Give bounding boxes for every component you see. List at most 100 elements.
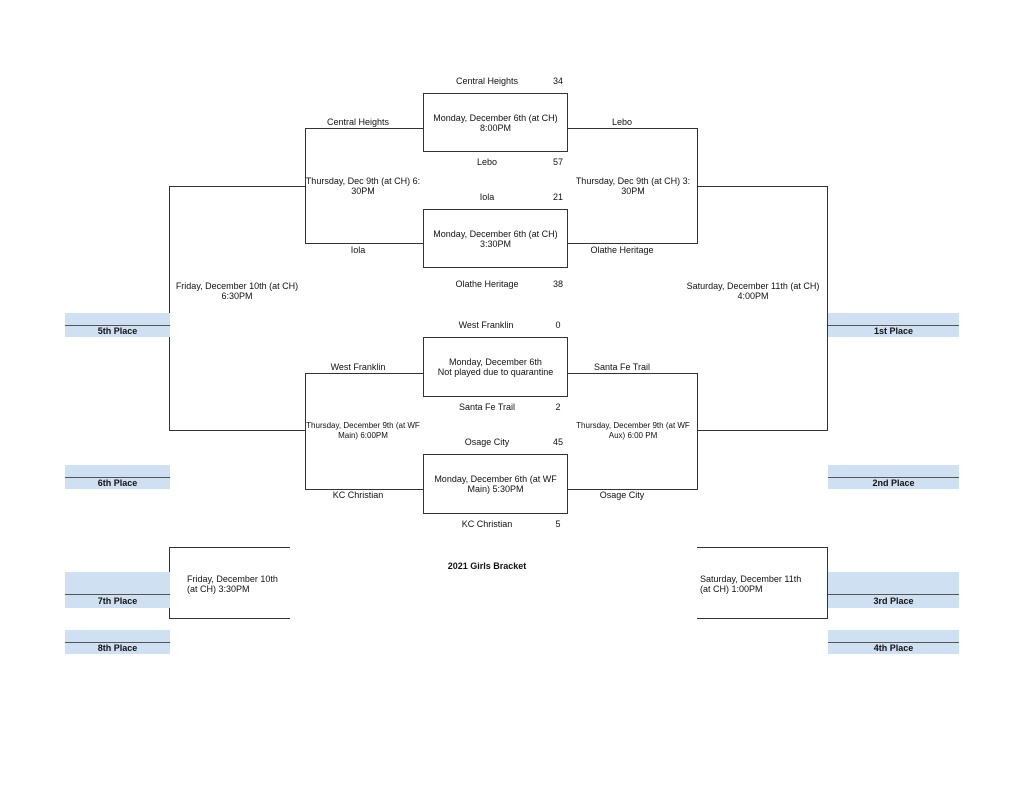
place-3rd: 3rd Place (828, 572, 959, 608)
team-score: 34 (552, 76, 564, 86)
team-name: KC Christian (461, 519, 513, 529)
bracket-line (169, 547, 290, 548)
bracket-line (697, 547, 828, 548)
bracket-line (305, 373, 423, 374)
semi-team: Olathe Heritage (590, 245, 654, 255)
place-divider (828, 594, 959, 595)
team-score: 5 (555, 519, 561, 529)
game-date: Monday, December 6th (at CH) (433, 112, 558, 123)
bracket-line (697, 618, 828, 619)
game-date: Monday, December 6th (at WF (434, 474, 557, 484)
team-score: 0 (555, 320, 561, 330)
bracket-line (568, 243, 698, 244)
game-date: Monday, December 6th (at CH) (433, 228, 558, 239)
game-box-2 (423, 209, 568, 268)
place-7th: 7th Place (65, 572, 170, 608)
semi-game-info: Thursday, Dec 9th (at CH) 3: 30PM (570, 176, 696, 196)
game-date: Thursday, Dec 9th (at CH) 3: (575, 176, 691, 186)
place-label: 2nd Place (872, 478, 915, 488)
place-label: 6th Place (97, 478, 138, 488)
bracket-title: 2021 Girls Bracket (447, 561, 527, 571)
game-info: Monday, December 6th (at WF Main) 5:30PM (423, 454, 568, 514)
bracket-line (169, 186, 170, 431)
semi-team: West Franklin (330, 362, 386, 372)
place-4th: 4th Place (828, 630, 959, 654)
game-time: 3:30PM (479, 238, 512, 249)
bracket-line (697, 373, 698, 490)
game-info: Monday, December 6th Not played due to q… (423, 337, 568, 397)
bracket-line (305, 489, 423, 490)
place-divider (65, 325, 170, 326)
bracket-line (827, 547, 828, 619)
team-score: 21 (552, 192, 564, 202)
team-score: 45 (552, 437, 564, 447)
bracket-line (697, 186, 828, 187)
team-name: Lebo (476, 157, 498, 167)
semi-team: Central Heights (326, 117, 390, 127)
bracket-line (568, 128, 698, 129)
place-divider (65, 594, 170, 595)
team-name: West Franklin (458, 320, 514, 330)
place-label: 1st Place (873, 326, 914, 336)
place-divider (828, 642, 959, 643)
place-label: 5th Place (97, 326, 138, 336)
place-divider (828, 325, 959, 326)
semi-team: Iola (350, 245, 366, 255)
team-name: Iola (479, 192, 495, 202)
place-divider (828, 477, 959, 478)
game-box-1 (423, 93, 568, 152)
place-divider (65, 642, 170, 643)
bracket-line (169, 618, 290, 619)
game-time: 8:00PM (479, 122, 512, 133)
semi-team: Lebo (611, 117, 633, 127)
team-score: 2 (555, 402, 561, 412)
place-label: 3rd Place (873, 596, 914, 606)
place-6th: 6th Place (65, 465, 170, 489)
game-time: Aux) 6:00 PM (608, 431, 658, 440)
semi-game-info: Thursday, December 9th (at WF Aux) 6:00 … (570, 421, 696, 441)
semi-team: Santa Fe Trail (593, 362, 651, 372)
place-2nd: 2nd Place (828, 465, 959, 489)
game-date: Saturday, December 11th (700, 574, 802, 584)
game-time: (at CH) 3:30PM (187, 584, 250, 594)
game-time: 30PM (351, 186, 375, 196)
place-label: 7th Place (97, 596, 138, 606)
bracket-line (697, 430, 828, 431)
team-score: 57 (552, 157, 564, 167)
game-info: Monday, December 6th (at CH) 3:30PM (423, 209, 568, 268)
bracket-line (305, 128, 306, 244)
game-date: Monday, December 6th (449, 357, 542, 367)
right-final-info: Saturday, December 11th (at CH) 4:00PM (686, 281, 820, 301)
game-box-3 (423, 337, 568, 397)
bracket-line (169, 430, 305, 431)
game-time: Not played due to quarantine (437, 367, 554, 377)
bracket-line (827, 186, 828, 431)
semi-team: Osage City (599, 490, 645, 500)
game-date: Thursday, December 9th (at WF (306, 421, 420, 430)
game-time: 4:00PM (737, 291, 769, 301)
game-time: (at CH) 1:00PM (700, 584, 763, 594)
place-divider (65, 477, 170, 478)
semi-game-info: Thursday, Dec 9th (at CH) 6: 30PM (305, 176, 421, 196)
game-date: Friday, December 10th (at CH) (175, 281, 299, 291)
team-name: Santa Fe Trail (458, 402, 516, 412)
place-5th: 5th Place (65, 313, 170, 337)
bracket-line (305, 128, 423, 129)
game-date: Friday, December 10th (187, 574, 278, 584)
team-score: 38 (552, 279, 564, 289)
left-final-info: Friday, December 10th (at CH) 6:30PM (171, 281, 303, 301)
game-box-4 (423, 454, 568, 514)
bracket-line (305, 243, 423, 244)
game-time: 30PM (621, 186, 645, 196)
game-date: Thursday, December 9th (at WF (576, 421, 690, 430)
semi-game-info: Thursday, December 9th (at WF Main) 6:00… (305, 421, 421, 441)
place-8th: 8th Place (65, 630, 170, 654)
place-label: 8th Place (97, 643, 138, 653)
right-consolation-info: Saturday, December 11th (at CH) 1:00PM (700, 574, 801, 594)
left-consolation-info: Friday, December 10th (at CH) 3:30PM (187, 574, 278, 594)
bracket-line (568, 373, 698, 374)
place-1st: 1st Place (828, 313, 959, 337)
game-date: Thursday, Dec 9th (at CH) 6: (305, 176, 421, 186)
bracket-line (568, 489, 698, 490)
team-name: Olathe Heritage (455, 279, 519, 289)
